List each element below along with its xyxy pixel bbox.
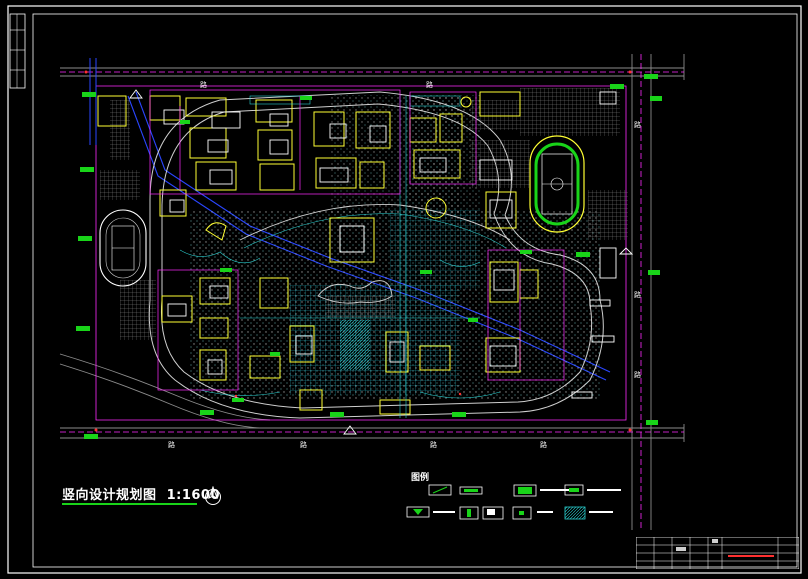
road-label-top-2: 路	[426, 81, 433, 89]
road-label-right-3: 路	[634, 371, 641, 379]
buildings-white	[163, 91, 617, 399]
title-underline	[62, 503, 197, 505]
legend-tree-marker	[459, 506, 479, 520]
perimeter-roads	[59, 54, 685, 530]
legend-elevation-bar	[459, 486, 483, 495]
road-label-bottom-4: 路	[540, 441, 547, 449]
legend-green-outline	[564, 484, 621, 496]
elevation-markers	[76, 74, 662, 439]
title-block-table	[636, 537, 799, 569]
entrance-markers	[129, 89, 634, 435]
road-label-right-1: 路	[634, 121, 641, 129]
road-label-right-2: 路	[634, 291, 641, 299]
road-label-top-1: 路	[200, 81, 207, 89]
drawing-title-name: 竖向设计规划图	[62, 488, 157, 503]
legend-heading: 图例	[411, 473, 430, 483]
legend-arrow-down	[406, 506, 455, 518]
running-track-main	[529, 135, 585, 233]
central-plaza	[290, 210, 480, 395]
road-label-bottom-3: 路	[430, 441, 437, 449]
canal-left	[89, 58, 97, 145]
legend-slope-arrow	[428, 484, 452, 496]
binding-strip	[9, 13, 26, 89]
legend-point	[512, 506, 553, 520]
drawing-title: 竖向设计规划图 1:1600	[62, 484, 220, 503]
drawing-border-outer	[7, 5, 802, 574]
drawing-border-inner	[32, 13, 798, 568]
running-track-left	[99, 209, 147, 287]
north-arrow-icon	[205, 486, 221, 505]
legend	[406, 484, 621, 520]
legend-green-block	[513, 484, 570, 497]
legend-box-marker	[482, 506, 504, 520]
magenta-details	[149, 89, 565, 391]
buildings-yellow	[97, 91, 539, 415]
road-label-bottom-2: 路	[300, 441, 307, 449]
red-markers	[84, 70, 632, 432]
parking-areas	[100, 88, 628, 340]
road-label-bottom-1: 路	[168, 441, 175, 449]
legend-hatch	[564, 506, 613, 520]
drawing-title-block: 竖向设计规划图 1:1600	[62, 484, 282, 506]
pond	[317, 280, 393, 304]
site-boundary	[60, 54, 684, 530]
